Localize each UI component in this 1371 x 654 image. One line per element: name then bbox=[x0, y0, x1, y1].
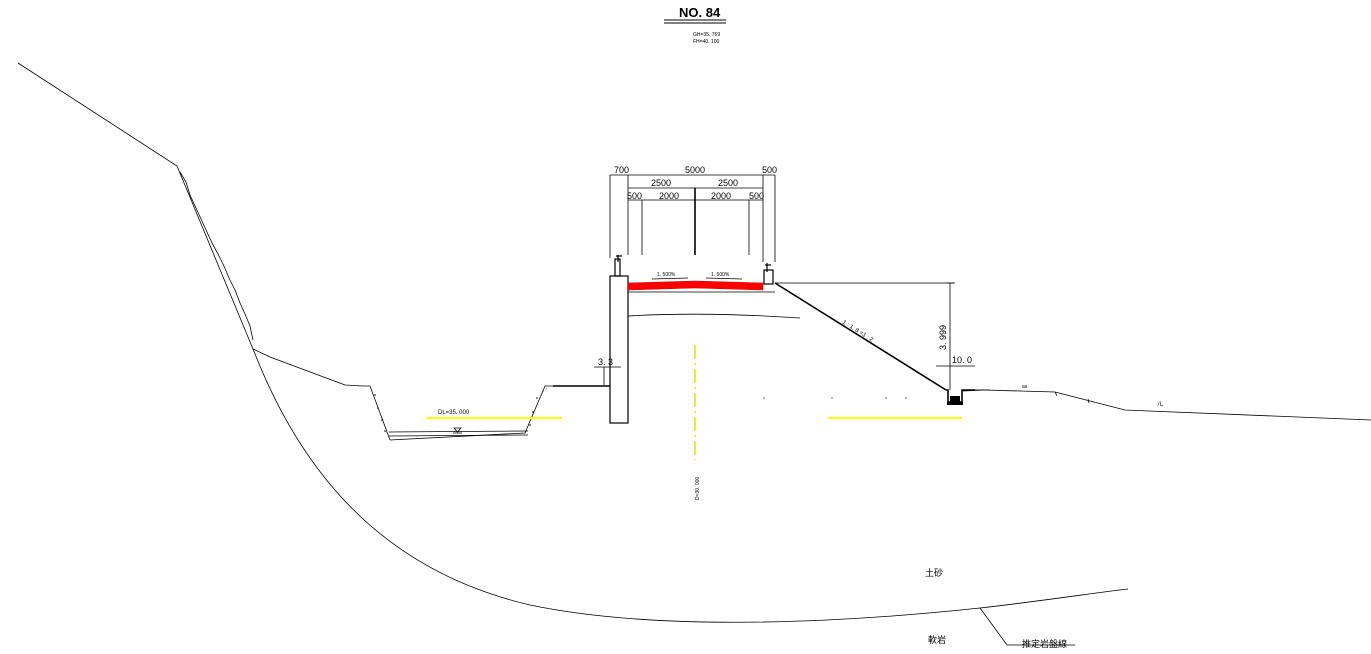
ground-profile bbox=[17, 62, 1371, 623]
svg-text:: ': : ' bbox=[543, 388, 547, 394]
dim-2000-left: 2000 bbox=[659, 191, 679, 201]
embankment-slope-label: 1 : 1. 8 =1 : 2 bbox=[841, 320, 875, 344]
dim-500-top: 500 bbox=[762, 165, 777, 175]
dl-label: DL=35. 000 bbox=[438, 410, 470, 416]
grass-label: ﾉL bbox=[1157, 402, 1164, 408]
wall-width-label: 3. 3 bbox=[598, 357, 613, 367]
pavement-fill bbox=[627, 280, 764, 291]
embankment: 1 : 1. 8 =1 : 2 3. 999 10. 0 as ﾉL bbox=[763, 282, 1164, 419]
height-dim-label: 3. 999 bbox=[938, 325, 948, 350]
dim-700: 700 bbox=[614, 165, 629, 175]
dim-2500-left: 2500 bbox=[651, 178, 671, 188]
dim-2500-right: 2500 bbox=[718, 178, 738, 188]
strata-labels: 土砂 軟岩 推定岩盤線 bbox=[925, 567, 1075, 649]
rock-line-label: 推定岩盤線 bbox=[1022, 638, 1067, 649]
center-line: D=30. 000 bbox=[694, 345, 701, 500]
as-label: as bbox=[1022, 384, 1028, 390]
ditch-label: 10. 0 bbox=[952, 355, 972, 365]
datum-label: D=30. 000 bbox=[695, 477, 701, 500]
dim-2000-right: 2000 bbox=[711, 191, 731, 201]
dim-5000: 5000 bbox=[685, 165, 705, 175]
section-title: NO. 84 bbox=[679, 5, 721, 20]
slope-right-label: 1. 500% bbox=[711, 272, 730, 278]
dimension-lines: 700 5000 500 2500 2500 500 2000 2000 500 bbox=[609, 165, 777, 262]
slope-left-label: 1. 500% bbox=[657, 272, 676, 278]
formation-height: FH=40. 100 bbox=[693, 39, 719, 45]
left-channel: DL=35. 000 : ' bbox=[374, 388, 562, 437]
dim-500-left: 500 bbox=[627, 191, 642, 201]
title-block: NO. 84 GH=35. 769 FH=40. 100 bbox=[664, 5, 726, 45]
soil-label: 土砂 bbox=[925, 567, 943, 578]
ground-height: GH=35. 769 bbox=[693, 32, 720, 38]
retaining-wall: 3. 3 bbox=[553, 255, 629, 424]
pavement: 1. 500% 1. 500% bbox=[627, 263, 801, 319]
dim-500-right: 500 bbox=[749, 191, 764, 201]
soft-rock-label: 軟岩 bbox=[928, 634, 946, 645]
